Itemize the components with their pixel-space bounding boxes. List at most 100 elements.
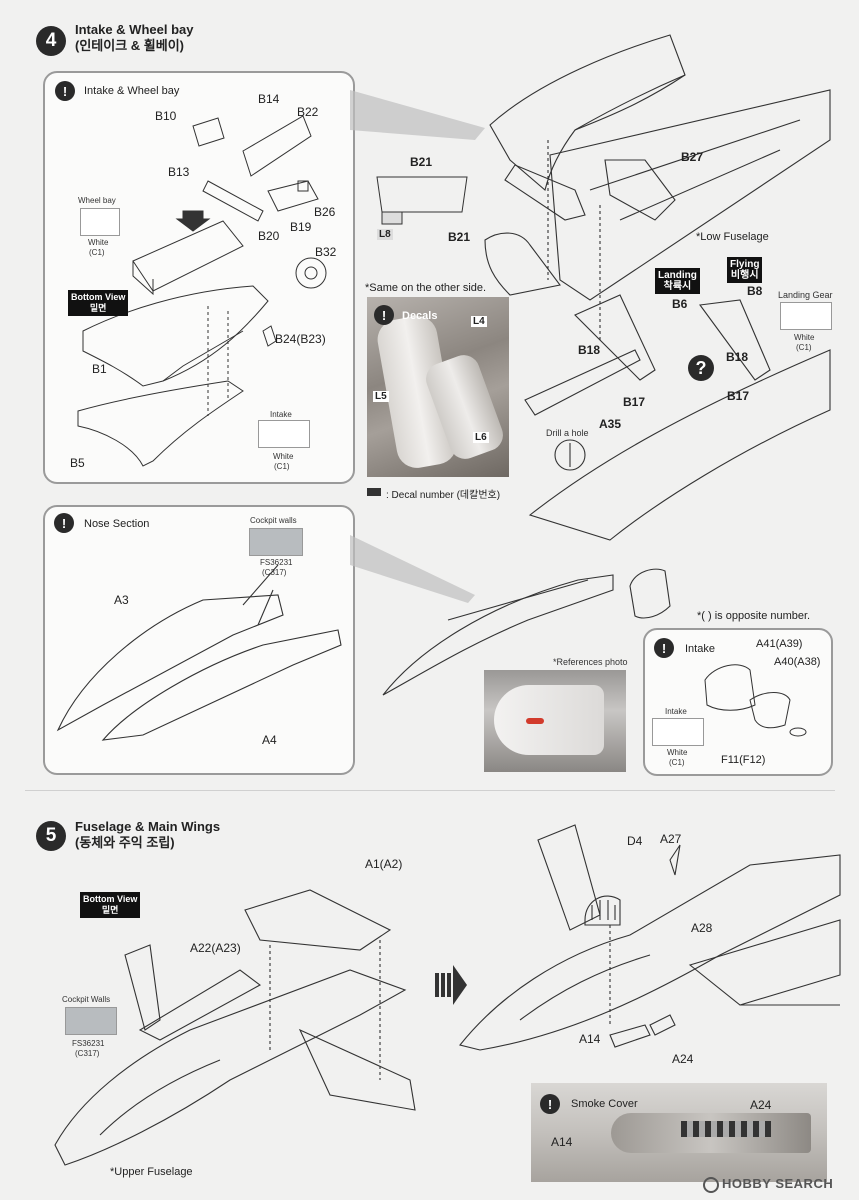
decals-title: Decals [402, 310, 438, 322]
part-b8: B8 [747, 284, 763, 298]
part-a4: A4 [262, 733, 277, 747]
nose-section-panel [43, 505, 355, 775]
part-b18-b: B18 [726, 350, 749, 364]
part-a14: A14 [579, 1032, 601, 1046]
intake-detail-panel [643, 628, 833, 776]
decal-legend: : Decal number (데칼번호) [386, 490, 501, 501]
flying-badge: Flying 비행시 [727, 257, 763, 283]
exclamation-icon: ! [374, 305, 394, 325]
step-5-title-en: Fuselage & Main Wings [75, 819, 221, 834]
landing-gear-swatch [780, 302, 832, 330]
step-5-title: Fuselage & Main Wings (동체와 주익 조립) [75, 819, 220, 851]
intake-wheelbay-drawing [77, 115, 327, 467]
part-b5: B5 [70, 456, 85, 470]
part-b17-a: B17 [623, 395, 646, 409]
intake-wheelbay-panel [43, 71, 355, 484]
question-icon: ? [688, 355, 714, 381]
nose-section-drawing [56, 564, 342, 741]
part-b26: B26 [314, 205, 336, 219]
cockpit-c317-label: (C317) [262, 568, 287, 577]
cockpit-fs-label-5: FS36231 [72, 1039, 105, 1048]
wheel-bay-c1: (C1) [89, 248, 105, 257]
intake-detail-title: Intake [685, 643, 715, 655]
drill-hole-label: Drill a hole [546, 428, 589, 438]
section-divider [25, 790, 835, 791]
part-b17-b: B17 [727, 389, 750, 403]
step-4-number: 4 [36, 26, 66, 56]
cockpit-walls-swatch [249, 528, 303, 556]
intake-wheelbay-title: Intake & Wheel bay [84, 85, 180, 97]
cockpit-walls-swatch-5 [65, 1007, 117, 1035]
step5-arrow [435, 965, 467, 1005]
bottom-view-badge: Bottom View 밑면 [68, 290, 129, 316]
decal-l8: L8 [377, 229, 393, 240]
intake-white: White [273, 452, 294, 461]
part-d4: D4 [627, 834, 643, 848]
bottom-view-badge-5: Bottom View 밑면 [80, 892, 141, 918]
part-b19: B19 [290, 220, 312, 234]
smoke-cover-photo [531, 1083, 827, 1182]
step-5-title-kr: (동체와 주익 조립) [75, 835, 175, 850]
part-b27: B27 [681, 150, 704, 164]
part-b21: B21 [448, 230, 471, 244]
smoke-a14: A14 [551, 1135, 573, 1149]
step5-right-drawing [459, 824, 841, 1051]
part-b20: B20 [258, 229, 280, 243]
callout-connector-2 [350, 535, 475, 603]
intake-detail-swatch [652, 718, 704, 746]
part-b10: B10 [155, 109, 177, 123]
step4-main-drawing [484, 34, 831, 541]
decal-l6: L6 [473, 432, 489, 443]
part-b21-top: B21 [410, 155, 433, 169]
part-b22: B22 [297, 105, 319, 119]
exclamation-icon: ! [540, 1094, 560, 1114]
references-photo-label: *References photo [553, 657, 628, 667]
part-b18-a: B18 [578, 343, 601, 357]
hobby-search-watermark: HOBBY SEARCH [703, 1176, 833, 1193]
part-a1: A1(A2) [365, 857, 403, 871]
step-4-title-en: Intake & Wheel bay [75, 22, 194, 37]
cockpit-walls-label-5: Cockpit Walls [62, 995, 111, 1004]
part-b13: B13 [168, 165, 190, 179]
upper-fuselage-label: *Upper Fuselage [110, 1166, 193, 1178]
intake-label: Intake [270, 410, 292, 419]
landing-gear-label: Landing Gear [778, 290, 833, 300]
part-a40: A40(A38) [774, 656, 821, 668]
part-a27: A27 [660, 832, 682, 846]
step5-left-drawing [54, 889, 416, 1166]
intake-c1: (C1) [274, 462, 290, 471]
same-other-side-note: *Same on the other side. [365, 282, 487, 294]
intake-detail-label: Intake [665, 707, 687, 716]
smoke-cover-title: Smoke Cover [571, 1098, 638, 1110]
cockpit-c317-label-5: (C317) [75, 1049, 100, 1058]
intake-detail-drawing [704, 664, 807, 737]
decal-l4: L4 [471, 316, 487, 327]
part-a41: A41(A39) [756, 638, 803, 650]
cockpit-fs-label: FS36231 [260, 558, 293, 567]
part-b24: B24(B23) [275, 332, 326, 346]
step-4-title-kr: (인테이크 & 휠베이) [75, 38, 184, 53]
nose-main-drawing [382, 574, 614, 696]
cockpit-walls-label: Cockpit walls [250, 516, 297, 525]
part-a24: A24 [672, 1052, 694, 1066]
smoke-a24: A24 [750, 1098, 772, 1112]
exclamation-icon: ! [55, 81, 75, 101]
part-b6: B6 [672, 297, 688, 311]
exclamation-icon: ! [54, 513, 74, 533]
decal-legend-swatch [367, 488, 381, 496]
part-a22: A22(A23) [190, 941, 241, 955]
landing-gear-white: White [794, 333, 815, 342]
step-4-title: Intake & Wheel bay (인테이크 & 휠베이) [75, 22, 193, 54]
reference-photo [484, 670, 626, 772]
low-fuselage-label: *Low Fuselage [696, 231, 769, 243]
hobby-search-logo-icon [703, 1176, 719, 1193]
wheel-bay-white: White [88, 238, 109, 247]
nose-section-title: Nose Section [84, 518, 150, 530]
landing-badge: Landing 착륙시 [655, 268, 700, 294]
part-a35: A35 [599, 417, 622, 431]
intake-swatch [258, 420, 310, 448]
part-a28: A28 [691, 921, 713, 935]
part-f11: F11(F12) [721, 754, 766, 766]
opposite-note: *( ) is opposite number. [697, 610, 811, 622]
part-b1: B1 [92, 362, 107, 376]
